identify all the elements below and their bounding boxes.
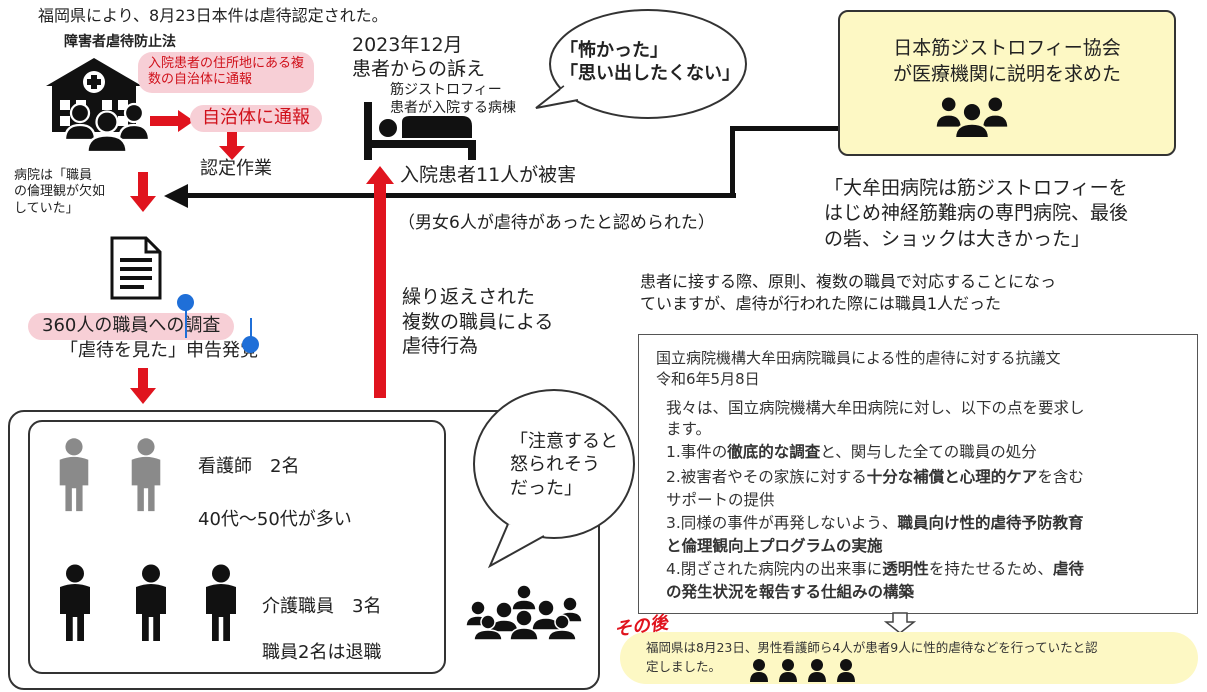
speech-bubble-fear [535,9,747,119]
arrow-right-icon [150,110,194,132]
arrow-left-icon [164,184,736,208]
four-people-icon [750,659,855,682]
aftermath-text: 福岡県は8月23日、男性看護師ら4人が患者9人に性的虐待などを行っていたと認 定… [646,640,1098,675]
protest-date: 令和6年5月8日 [656,370,760,388]
arrow-down-outline-icon [884,612,916,634]
selection-end-handle[interactable] [242,336,259,353]
association-box [838,10,1176,156]
victims-label: 入院患者11人が被害 [400,164,577,186]
nurses-count: 看護師 2名 [198,456,300,477]
complaint-date: 2023年12月 [352,34,463,56]
protest-intro: 我々は、国立病院機構大牟田病院に対し、以下の点を要求し ます。 [666,399,1085,438]
age-range: 40代～50代が多い [198,509,352,530]
caregivers-count: 介護職員 3名 [262,596,382,617]
staff-quote: 「注意すると 怒られそう だった」 [510,431,618,499]
retired-note: 職員2名は退職 [262,642,382,663]
association-text: 日本筋ジストロフィー協会 が医療機関に説明を求めた [892,37,1121,85]
arrow-down-icon [130,172,156,212]
report-note: 入院患者の住所地にある複 数の自治体に通報 [138,52,315,93]
report-to-label: 自治体に通報 [190,105,322,132]
protest-title: 国立病院機構大牟田病院職員による性的虐待に対する抗議文 [656,349,1061,367]
law-title: 障害者虐待防止法 [64,34,176,50]
selection-line [250,318,252,344]
staff-rule: 患者に接する際、原則、複数の職員で対応することになっ ていますが、虐待が行われた… [640,272,1057,314]
ward-label: 筋ジストロフィー 患者が入院する病棟 [390,82,516,116]
connector-line [730,126,848,131]
selection-line [185,300,187,338]
document-icon [110,236,162,300]
arrow-down-icon [219,132,245,160]
nurse-person-icon [131,438,161,512]
protest-item-4-cont: の発生状況を報告する仕組みの構築 [666,583,915,601]
certify-label: 認定作業 [200,158,272,179]
aftermath-box [620,632,1198,684]
arrow-down-icon [130,368,156,404]
protest-item-2: 2.被害者やその家族に対する十分な補償と心理的ケアを含む [666,468,1084,486]
staff-group-icon [63,102,151,154]
protest-item-1: 1.事件の徹底的な調査と、関与した全ての職員の処分 [666,443,1037,461]
selection-start-handle[interactable] [177,294,194,311]
crowd-icon [465,584,583,640]
protest-item-3-cont: と倫理観向上プログラムの実施 [666,537,883,555]
hospital-note: 病院は「職員 の倫理観が欠如 していた」 [14,168,106,216]
staff-inner-panel [28,420,446,674]
nurse-person-icon [59,438,89,512]
bed-icon [364,102,476,160]
protest-item-3: 3.同様の事件が再発しないよう、職員向け性的虐待予防教育 [666,514,1084,532]
caregiver-person-icon [60,564,90,641]
speech-bubble-staff [473,389,635,569]
repeated-abuse-label: 繰り返えされた 複数の職員による 虐待行為 [402,286,554,358]
confirmed-label: （男女6人が虐待があったと認められた） [398,213,715,233]
protest-item-2-cont: サポートの提供 [666,491,775,509]
survey-result: 「虐待を見た」申告発覚 [60,340,258,361]
survey-label: 360人の職員への調査 [28,313,235,340]
caregiver-person-icon [136,564,166,641]
complaint-from: 患者からの訴え [352,58,486,80]
association-quote: 「大牟田病院は筋ジストロフィーを はじめ神経筋難病の専門病院、最後 の砦、ショッ… [824,177,1129,250]
fear-quote: 「怖かった」 「思い出したくない」 [560,40,740,84]
protest-item-4: 4.閉ざされた病院内の出来事に透明性を持たせるため、虐待 [666,560,1084,578]
protest-letter-box [638,334,1198,614]
connector-line [730,126,735,196]
caregiver-person-icon [206,564,236,641]
top-note: 福岡県により、8月23日本件は虐待認定された。 [38,6,388,25]
arrow-up-icon [366,166,394,398]
people-group-icon [934,95,1010,138]
